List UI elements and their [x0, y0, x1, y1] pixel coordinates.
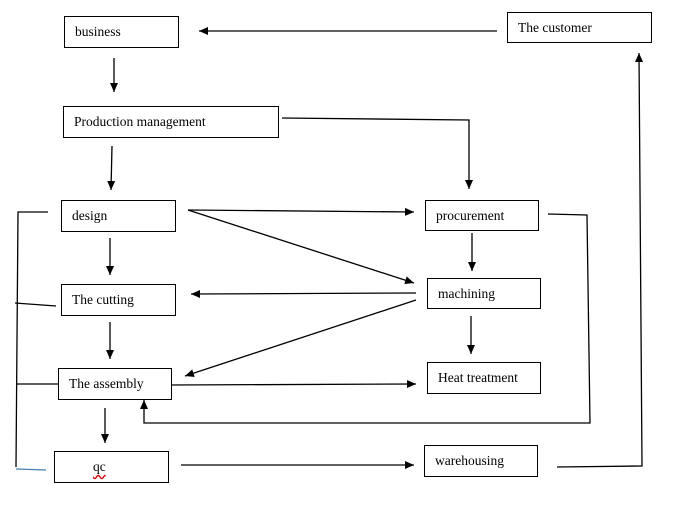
- edge-design-machining: [187, 209, 415, 285]
- edge-design-procurement: [187, 207, 415, 216]
- node-procurement-label: procurement: [436, 207, 505, 223]
- node-heat-treatment: Heat treatment: [427, 362, 541, 394]
- node-procurement: procurement: [425, 200, 539, 231]
- node-business-label: business: [75, 24, 121, 39]
- edge-left-cutting-tick: [14, 302, 57, 307]
- edge-production-design: [107, 145, 116, 191]
- node-design-label: design: [72, 208, 108, 223]
- node-cutting-label: The cutting: [72, 292, 134, 307]
- edge-machining-assembly: [184, 299, 417, 377]
- node-warehousing: warehousing: [424, 445, 538, 477]
- node-design: design: [61, 200, 176, 232]
- node-warehousing-label: warehousing: [435, 453, 504, 468]
- edge-left-qc-tick: [15, 468, 47, 471]
- node-cutting: The cutting: [61, 284, 176, 316]
- node-production-management: Production management: [63, 106, 279, 138]
- node-qc: qc: [54, 451, 169, 483]
- node-customer-label: The customer: [518, 19, 592, 35]
- node-qc-label: qc: [93, 459, 106, 474]
- node-customer: The customer: [507, 12, 652, 43]
- edge-left-connector: [15, 211, 48, 468]
- edge-procurement-assembly: [140, 213, 591, 424]
- edge-assembly-heat: [171, 380, 417, 389]
- edge-production-procurement: [281, 117, 473, 189]
- node-assembly: The assembly: [58, 368, 172, 400]
- node-machining: machining: [427, 278, 541, 309]
- node-heat-label: Heat treatment: [438, 370, 518, 385]
- node-machining-label: machining: [438, 285, 495, 301]
- edge-machining-cutting: [190, 289, 417, 298]
- edge-warehousing-customer: [556, 52, 644, 468]
- node-assembly-label: The assembly: [69, 376, 144, 391]
- node-business: business: [64, 16, 179, 48]
- node-production-label: Production management: [74, 114, 206, 129]
